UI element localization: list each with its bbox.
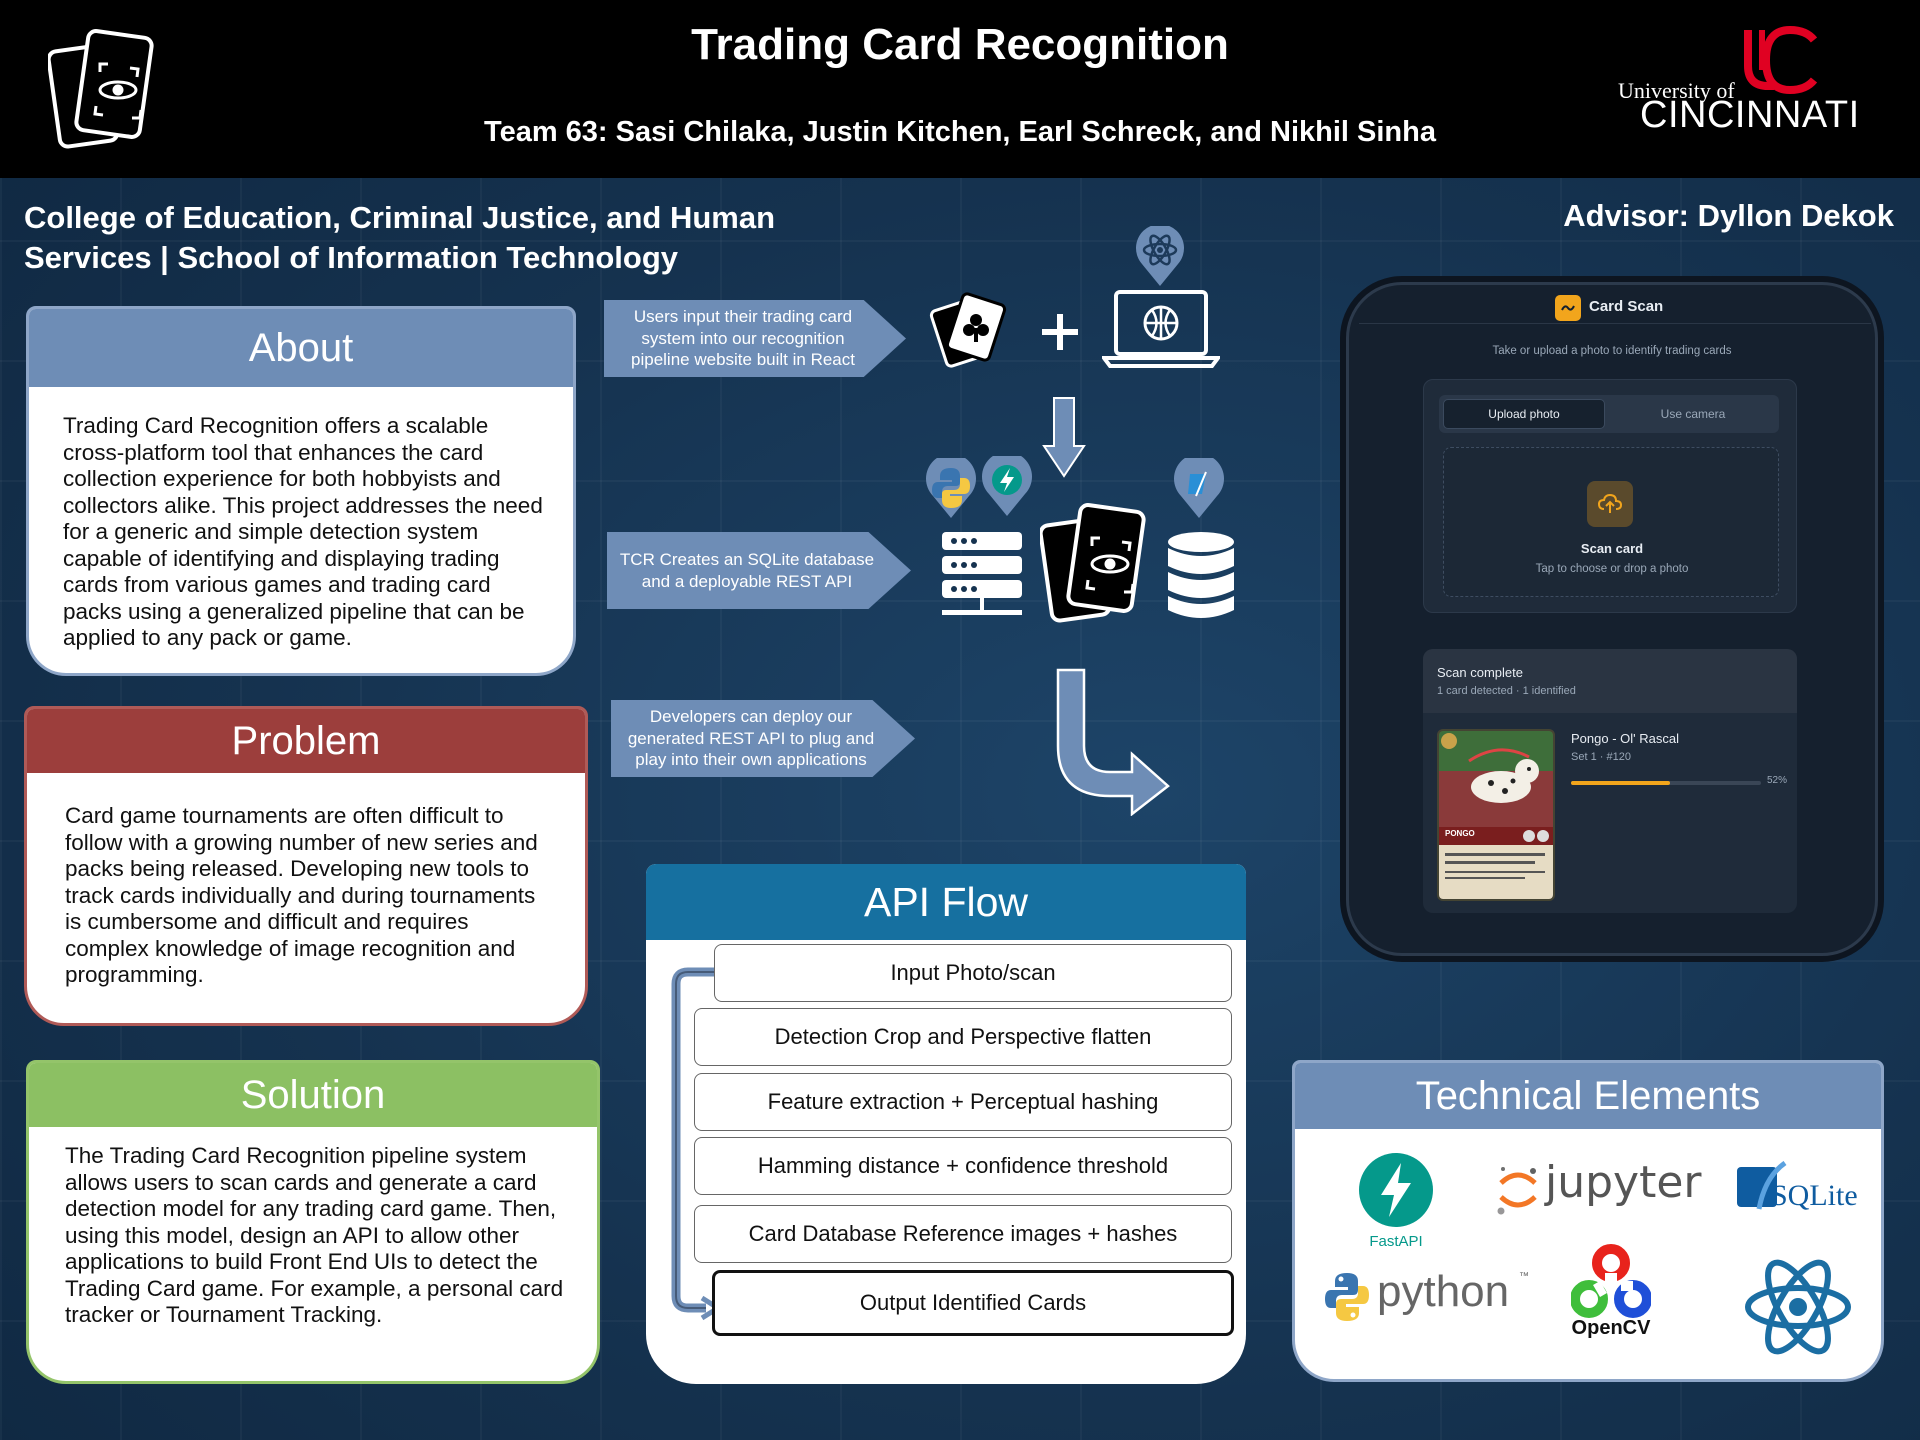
technical-elements-heading: Technical Elements <box>1295 1063 1881 1129</box>
fastapi-label: FastAPI <box>1369 1233 1423 1250</box>
card-scan-phone-mockup: Card Scan Take or upload a photo to iden… <box>1346 282 1878 956</box>
bent-arrow-icon <box>1056 668 1170 816</box>
card-recognition-icon <box>1040 503 1146 623</box>
poster-title: Trading Card Recognition <box>691 20 1229 69</box>
upload-cloud-icon <box>1587 481 1633 527</box>
confidence-percent: 52% <box>1767 775 1788 786</box>
scan-card-title: Scan card <box>1580 541 1644 556</box>
card-set: Set 1 · #120 <box>1571 751 1631 763</box>
advisor-name: Advisor: Dyllon Dekok <box>1563 198 1894 233</box>
down-arrow-icon <box>1042 397 1086 478</box>
api-step-hamming: Hamming distance + confidence threshold <box>694 1137 1232 1195</box>
jupyter-label: jupyter <box>1545 1157 1702 1208</box>
result-header <box>1423 649 1797 713</box>
card-image-label: PONGO <box>1445 829 1475 838</box>
callout-developers: Developers can deploy our generated REST… <box>611 700 915 777</box>
fastapi-logo-icon <box>1359 1153 1433 1227</box>
solution-heading: Solution <box>29 1063 597 1127</box>
card-scan-app-icon <box>1555 295 1581 321</box>
card-recognition-logo-icon <box>48 29 154 149</box>
api-step-output: Output Identified Cards <box>712 1270 1234 1336</box>
scan-card-hint: Tap to choose or drop a photo <box>1535 563 1689 575</box>
python-logo-icon <box>1325 1273 1369 1321</box>
result-title: Scan complete <box>1437 665 1523 680</box>
about-text: Trading Card Recognition offers a scalab… <box>63 413 543 650</box>
solution-section: Solution The Trading Card Recognition pi… <box>26 1060 600 1384</box>
app-title: Card Scan <box>1589 298 1664 315</box>
team-members: Team 63: Sasi Chilaka, Justin Kitchen, E… <box>484 116 1436 148</box>
sqlite-pin-icon <box>1174 458 1224 518</box>
problem-text: Card game tournaments are often difficul… <box>65 803 538 987</box>
opencv-logo-icon <box>1571 1244 1651 1318</box>
sqlite-label: SQLite <box>1771 1179 1858 1212</box>
api-step-database: Card Database Reference images + hashes <box>694 1205 1232 1263</box>
python-trademark: ™ <box>1519 1271 1529 1282</box>
identified-card-image[interactable] <box>1437 729 1555 901</box>
react-pin-icon <box>1136 226 1184 286</box>
confidence-bar <box>1571 781 1761 785</box>
jupyter-logo-icon <box>1497 1167 1537 1215</box>
app-subtitle: Take or upload a photo to identify tradi… <box>1492 345 1732 357</box>
solution-text: The Trading Card Recognition pipeline sy… <box>65 1143 564 1327</box>
confidence-bar-fill <box>1571 781 1670 785</box>
api-step-detection: Detection Crop and Perspective flatten <box>694 1008 1232 1066</box>
sqlite-logo-icon <box>1737 1161 1787 1210</box>
tab-use-camera[interactable]: Use camera <box>1660 407 1726 421</box>
scan-result-panel: Scan complete 1 card detected · 1 identi… <box>1423 649 1797 913</box>
callout-sqlite-api: TCR Creates an SQLite database and a dep… <box>607 532 911 609</box>
uc-logo-mark-icon <box>1744 26 1818 94</box>
laptop-website-icon <box>1102 290 1220 368</box>
playing-cards-icon <box>929 292 1007 368</box>
database-icon <box>1168 532 1234 618</box>
college-name: College of Education, Criminal Justice, … <box>24 200 776 275</box>
header-divider <box>1359 323 1871 324</box>
about-section: About Trading Card Recognition offers a … <box>26 306 576 676</box>
uc-logo-university: University of <box>1618 78 1735 103</box>
react-logo-icon <box>1745 1259 1851 1355</box>
about-heading: About <box>29 309 573 387</box>
server-icon <box>942 532 1022 615</box>
python-label: python <box>1377 1267 1510 1316</box>
problem-heading: Problem <box>27 709 585 773</box>
card-name: Pongo - Ol' Rascal <box>1571 731 1679 746</box>
tab-upload-photo[interactable]: Upload photo <box>1443 399 1605 429</box>
result-subtitle: 1 card detected · 1 identified <box>1437 685 1576 697</box>
api-flow-heading: API Flow <box>646 864 1246 940</box>
problem-section: Problem Card game tournaments are often … <box>24 706 588 1026</box>
plus-icon <box>1042 314 1078 350</box>
opencv-label: OpenCV <box>1571 1317 1651 1339</box>
callout-user-input: Users input their trading card system in… <box>604 300 906 377</box>
api-flow-section: API Flow Input Photo/scan Detection Crop… <box>646 864 1246 1384</box>
api-step-feature-extraction: Feature extraction + Perceptual hashing <box>694 1073 1232 1131</box>
header-bar <box>0 0 1920 178</box>
technical-elements-section: Technical Elements FastAPI jupyter SQLit… <box>1292 1060 1884 1382</box>
python-pin-icon <box>926 458 976 518</box>
api-step-input: Input Photo/scan <box>714 944 1232 1002</box>
fastapi-pin-icon <box>982 456 1032 516</box>
uc-logo-cincinnati: CINCINNATI <box>1640 94 1860 136</box>
